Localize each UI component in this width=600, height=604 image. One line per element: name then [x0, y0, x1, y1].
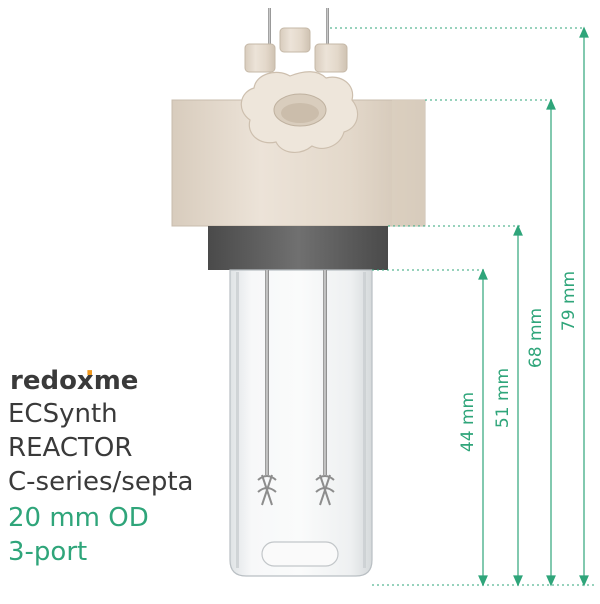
glass-inner-right — [363, 272, 366, 568]
glass-inner-left — [236, 272, 239, 568]
electrode-rod-left — [265, 270, 269, 475]
electrode-coil-left — [257, 474, 277, 506]
dimension-label-79mm: 79 mm — [559, 270, 580, 332]
brand-logo: redox.me — [10, 352, 139, 396]
cap-side-shade — [392, 100, 425, 226]
port-fitting-right — [314, 43, 348, 73]
product-name-line-1: ECSynth — [8, 399, 118, 429]
dimension-label-68mm: 68 mm — [526, 307, 547, 369]
electrode-rod-right — [323, 270, 327, 475]
seal-ring — [208, 226, 388, 270]
dimension-lines — [330, 26, 595, 587]
dimension-label-44mm: 44 mm — [458, 391, 479, 453]
product-spec-diameter: 20 mm OD — [8, 503, 149, 533]
stir-bar — [261, 541, 339, 567]
product-spec-ports: 3-port — [8, 537, 88, 567]
brand-logo-text: redox.me — [10, 352, 139, 396]
electrode-rod-left-top — [268, 8, 271, 50]
glass-vial — [229, 269, 373, 577]
knob-hole-inner — [281, 103, 319, 123]
electrode-coil-right — [315, 474, 335, 506]
port-fitting-center — [279, 27, 311, 53]
product-name-line-3: C-series/septa — [8, 467, 194, 497]
port-fitting-left — [244, 43, 276, 73]
electrode-rod-right-top — [326, 8, 329, 50]
dimension-label-51mm: 51 mm — [493, 367, 514, 429]
product-name-line-2: REACTOR — [8, 433, 133, 463]
